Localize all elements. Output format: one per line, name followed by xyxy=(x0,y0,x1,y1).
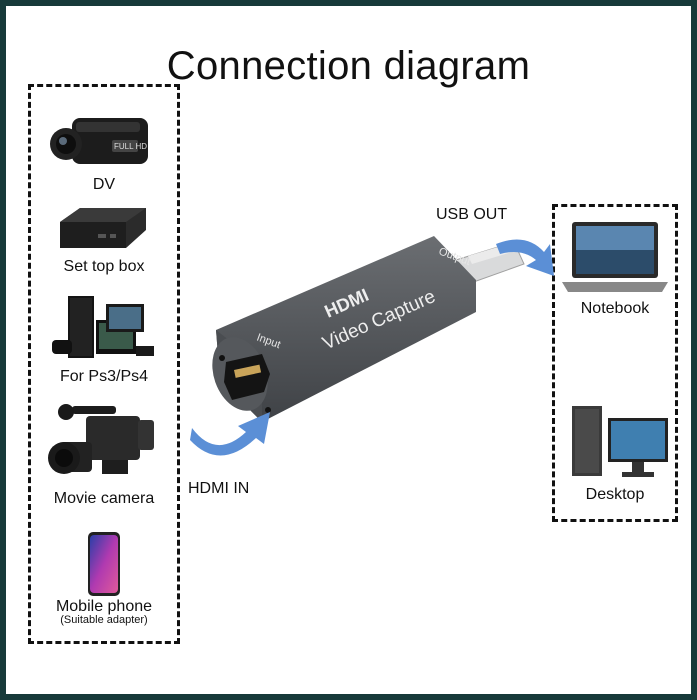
game-console-icon xyxy=(52,296,154,358)
camcorder-icon: FULL HD xyxy=(50,118,148,164)
set-top-box-icon xyxy=(60,208,146,248)
source-sublabel: (Suitable adapter) xyxy=(60,614,148,626)
hdmi-in-arrow-icon xyxy=(190,412,270,456)
source-label: Set top box xyxy=(63,258,145,275)
hdmi-capture-dongle-icon: Input Output HDMI Video Capture xyxy=(212,236,525,422)
usb-out-arrow-icon xyxy=(496,239,554,276)
source-label: Movie camera xyxy=(53,490,155,507)
source-dv: FULL HD DV xyxy=(42,110,166,194)
output-notebook: Notebook xyxy=(558,216,672,318)
desktop-pc-icon xyxy=(572,406,668,477)
svg-text:FULL HD: FULL HD xyxy=(114,142,147,151)
source-label: Mobile phone xyxy=(55,598,153,615)
source-label: For Ps3/Ps4 xyxy=(59,368,149,385)
input-sources-box xyxy=(28,84,180,644)
movie-camera-icon xyxy=(48,404,154,474)
output-devices-box xyxy=(552,204,678,522)
source-mobile-phone: Mobile phone (Suitable adapter) xyxy=(38,530,170,626)
diagram-canvas: Connection diagram FULL HD DV Set top bo… xyxy=(6,6,691,694)
usb-out-label: USB OUT xyxy=(436,206,508,223)
source-set-top-box: Set top box xyxy=(42,200,166,276)
output-desktop: Desktop xyxy=(558,400,672,504)
source-movie-camera: Movie camera xyxy=(42,398,166,508)
source-game-console: For Ps3/Ps4 xyxy=(42,290,166,386)
hdmi-in-label: HDMI IN xyxy=(188,480,250,497)
diagram-title: Connection diagram xyxy=(166,44,531,88)
output-label: Notebook xyxy=(580,300,650,317)
source-label: DV xyxy=(92,176,116,193)
laptop-icon xyxy=(562,222,668,292)
output-label: Desktop xyxy=(585,486,645,503)
mobile-phone-icon xyxy=(88,532,120,596)
